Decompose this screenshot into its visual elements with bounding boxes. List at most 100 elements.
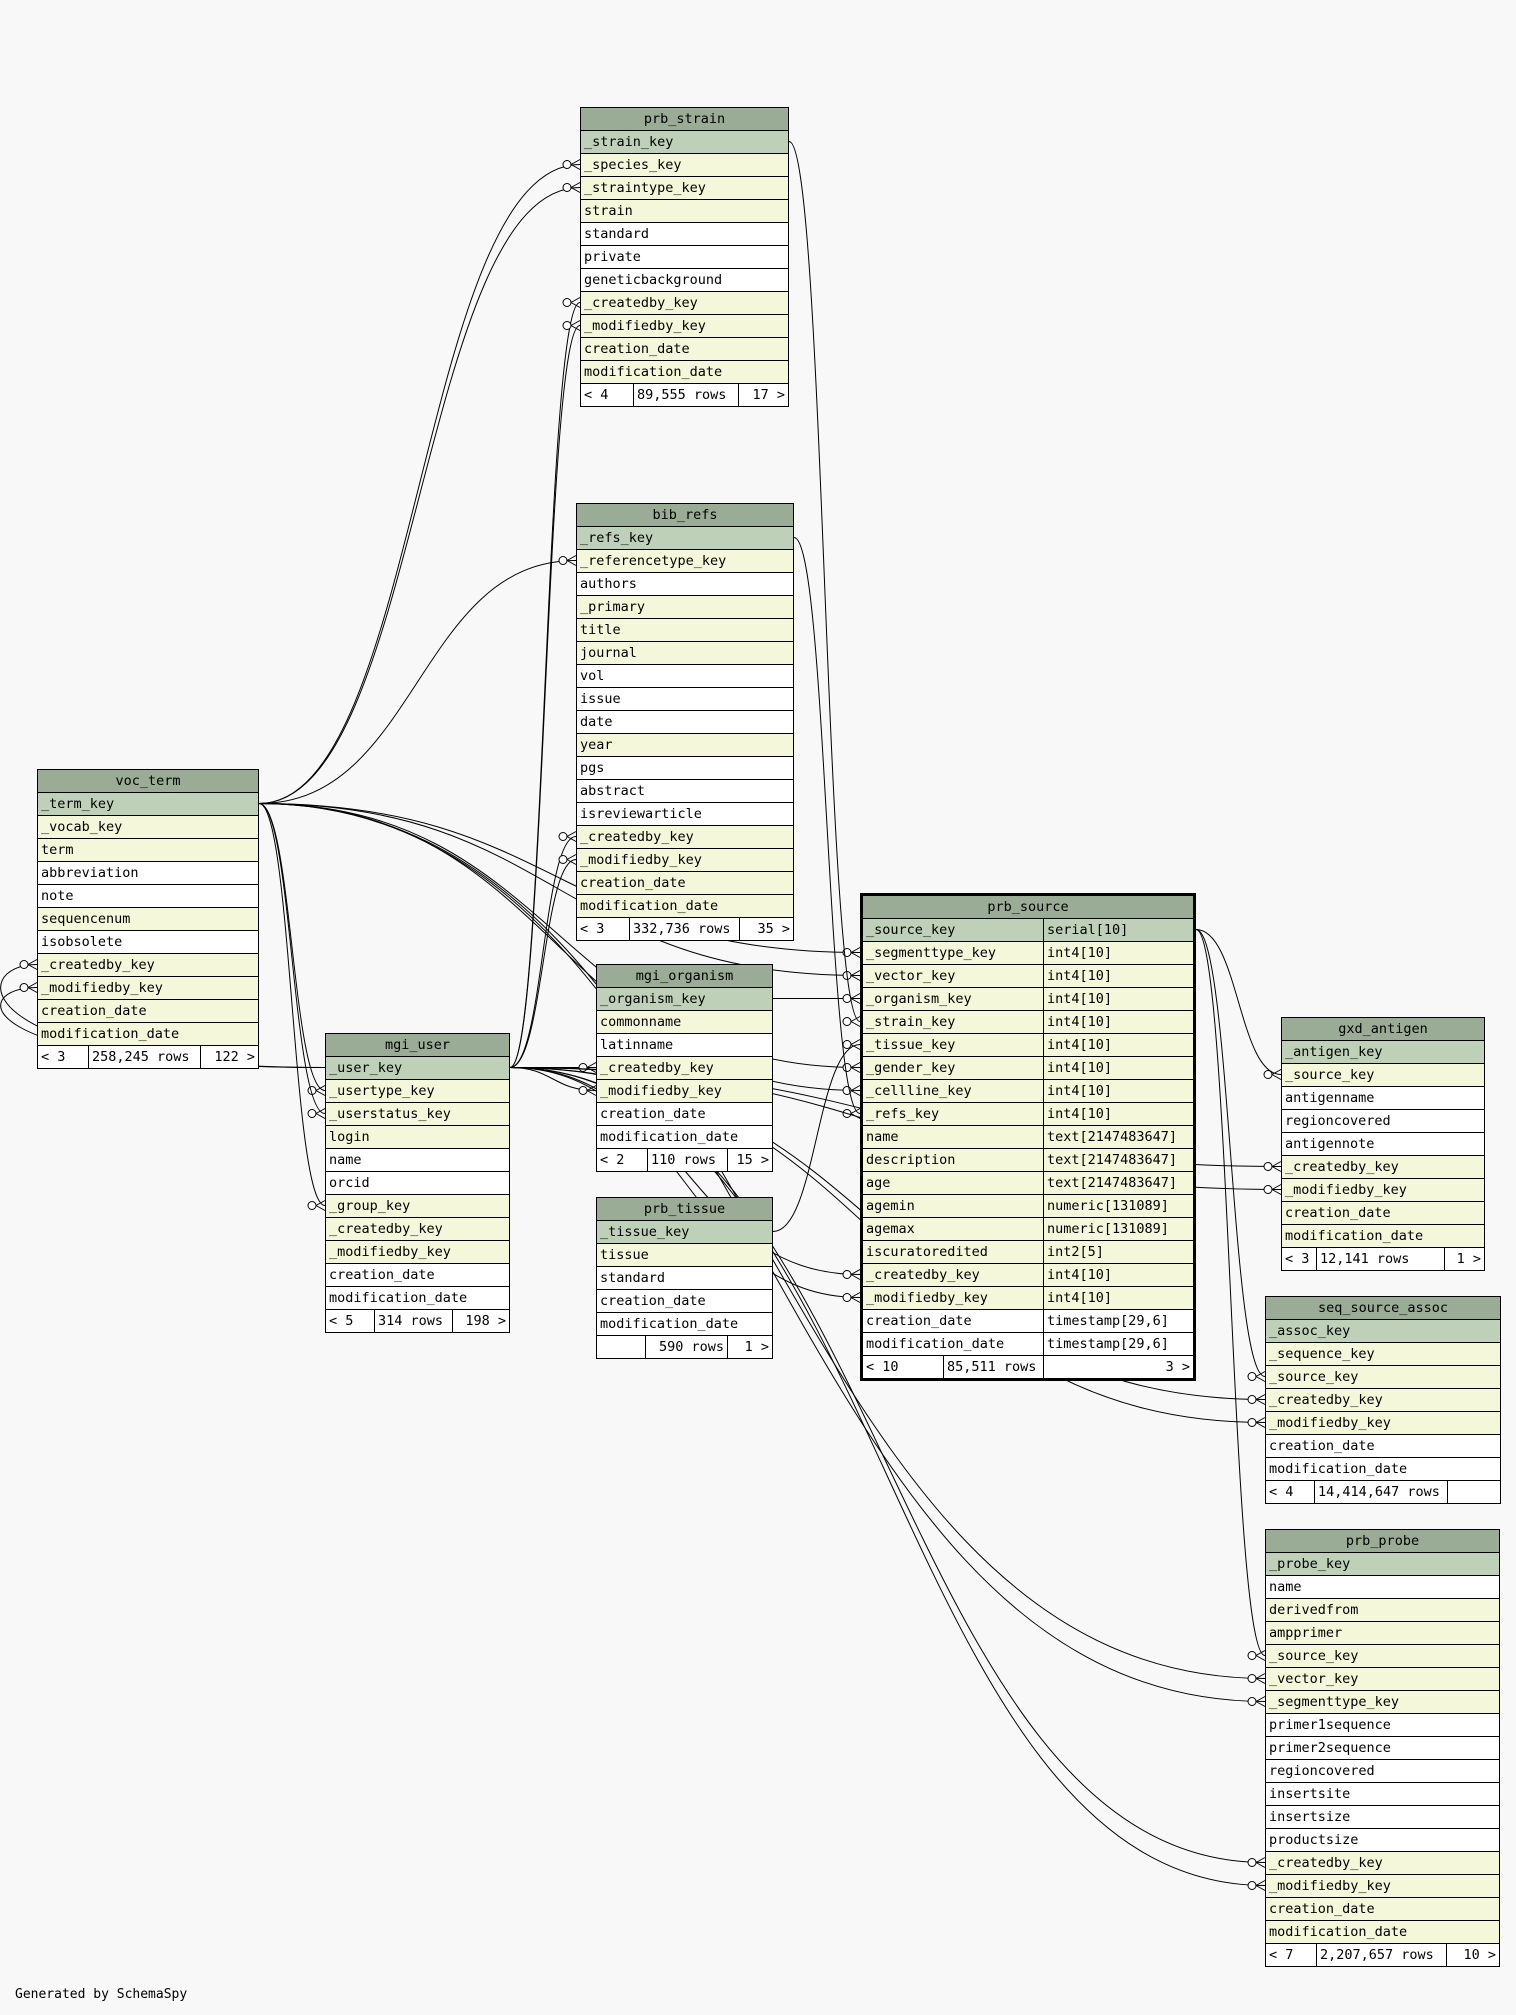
column-row[interactable]: insertsite bbox=[1266, 1783, 1499, 1806]
column-row[interactable]: issue bbox=[577, 688, 793, 711]
column-row[interactable]: authors bbox=[577, 573, 793, 596]
column-row[interactable]: _user_key bbox=[326, 1057, 509, 1080]
table-title[interactable]: gxd_antigen bbox=[1282, 1018, 1484, 1041]
column-row[interactable]: productsize bbox=[1266, 1829, 1499, 1852]
column-row[interactable]: _modifiedby_key bbox=[38, 977, 258, 1000]
footer-parent-count[interactable]: < 10 bbox=[866, 1359, 899, 1375]
column-row[interactable]: standard bbox=[581, 223, 788, 246]
column-row[interactable]: _vocab_key bbox=[38, 816, 258, 839]
column-row[interactable]: _antigen_key bbox=[1282, 1041, 1484, 1064]
column-row[interactable]: _sequence_key bbox=[1266, 1343, 1500, 1366]
table-title[interactable]: voc_term bbox=[38, 770, 258, 793]
column-row[interactable]: _modifiedby_key bbox=[1282, 1179, 1484, 1202]
footer-child-count[interactable]: 10 > bbox=[1446, 1944, 1499, 1966]
table-title[interactable]: prb_tissue bbox=[597, 1198, 772, 1221]
column-row[interactable]: primer2sequence bbox=[1266, 1737, 1499, 1760]
column-row[interactable]: name bbox=[326, 1149, 509, 1172]
footer-parent-count[interactable]: < 2 bbox=[600, 1152, 625, 1168]
column-row[interactable]: _organism_key bbox=[597, 988, 772, 1011]
column-row[interactable]: _term_key bbox=[38, 793, 258, 816]
column-row[interactable]: modification_date bbox=[577, 895, 793, 918]
column-row[interactable]: creation_date bbox=[597, 1103, 772, 1126]
column-row[interactable]: _group_key bbox=[326, 1195, 509, 1218]
column-row[interactable]: _createdby_key bbox=[577, 826, 793, 849]
column-row[interactable]: _strain_key bbox=[581, 131, 788, 154]
column-row[interactable]: abstract bbox=[577, 780, 793, 803]
column-row[interactable]: _source_key bbox=[1282, 1064, 1484, 1087]
column-row[interactable]: primer1sequence bbox=[1266, 1714, 1499, 1737]
column-row[interactable]: year bbox=[577, 734, 793, 757]
column-row[interactable]: _usertype_key bbox=[326, 1080, 509, 1103]
column-row[interactable]: creation_date bbox=[1266, 1435, 1500, 1458]
column-row[interactable]: creation_date bbox=[1266, 1898, 1499, 1921]
column-row[interactable]: pgs bbox=[577, 757, 793, 780]
column-row[interactable]: _createdby_key bbox=[1282, 1156, 1484, 1179]
column-row[interactable]: strain bbox=[581, 200, 788, 223]
footer-parent-count[interactable]: < 3 bbox=[41, 1049, 66, 1065]
table-title[interactable]: prb_probe bbox=[1266, 1530, 1499, 1553]
table-seq-source-assoc[interactable]: seq_source_assoc_assoc_key_sequence_key _… bbox=[1265, 1296, 1501, 1504]
footer-child-count[interactable]: 198 > bbox=[452, 1310, 509, 1332]
column-row[interactable]: latinname bbox=[597, 1034, 772, 1057]
column-row[interactable]: creation_date bbox=[597, 1290, 772, 1313]
column-row[interactable]: orcid bbox=[326, 1172, 509, 1195]
table-title[interactable]: bib_refs bbox=[577, 504, 793, 527]
column-row[interactable]: creation_date bbox=[38, 1000, 258, 1023]
column-row[interactable]: _refs_key bbox=[577, 527, 793, 550]
table-title[interactable]: mgi_organism bbox=[597, 965, 772, 988]
column-row[interactable]: vol bbox=[577, 665, 793, 688]
column-row[interactable]: _assoc_key bbox=[1266, 1320, 1500, 1343]
column-row[interactable]: sequencenum bbox=[38, 908, 258, 931]
footer-parent-count[interactable]: < 4 bbox=[1269, 1484, 1294, 1500]
column-row[interactable]: modification_date bbox=[38, 1023, 258, 1046]
column-row[interactable]: tissue bbox=[597, 1244, 772, 1267]
column-row[interactable]: _vector_key bbox=[1266, 1668, 1499, 1691]
column-row[interactable]: _probe_key bbox=[1266, 1553, 1499, 1576]
column-row[interactable]: login bbox=[326, 1126, 509, 1149]
column-row[interactable]: _modifiedby_key bbox=[326, 1241, 509, 1264]
column-row[interactable]: modification_date bbox=[326, 1287, 509, 1310]
column-row[interactable]: modification_date bbox=[581, 361, 788, 384]
column-row[interactable]: _createdby_key bbox=[597, 1057, 772, 1080]
column-row[interactable]: _userstatus_key bbox=[326, 1103, 509, 1126]
footer-child-count[interactable]: 3 > bbox=[1043, 1356, 1193, 1378]
column-row[interactable]: insertsize bbox=[1266, 1806, 1499, 1829]
column-row[interactable]: _primary bbox=[577, 596, 793, 619]
footer-parent-count[interactable]: < 5 bbox=[329, 1313, 354, 1329]
column-row[interactable]: geneticbackground bbox=[581, 269, 788, 292]
footer-child-count[interactable]: 1 > bbox=[1444, 1248, 1484, 1270]
column-row[interactable]: _modifiedby_key bbox=[597, 1080, 772, 1103]
column-row[interactable]: journal bbox=[577, 642, 793, 665]
column-row[interactable]: modification_date bbox=[1266, 1921, 1499, 1944]
footer-parent-count[interactable] bbox=[597, 1336, 645, 1358]
table-title[interactable]: prb_strain bbox=[581, 108, 788, 131]
footer-parent-count[interactable]: < 3 bbox=[580, 921, 605, 937]
table-mgi-user[interactable]: mgi_user_user_key_usertype_key_userstatu… bbox=[325, 1033, 510, 1333]
column-row[interactable]: antigenname bbox=[1282, 1087, 1484, 1110]
column-row[interactable]: _modifiedby_key bbox=[1266, 1875, 1499, 1898]
column-row[interactable]: name bbox=[1266, 1576, 1499, 1599]
table-title[interactable]: seq_source_assoc bbox=[1266, 1297, 1500, 1320]
column-row[interactable]: creation_date bbox=[326, 1264, 509, 1287]
footer-child-count[interactable]: 15 > bbox=[727, 1149, 772, 1171]
column-row[interactable]: _createdby_key bbox=[1266, 1389, 1500, 1412]
column-row[interactable]: _source_key bbox=[1266, 1645, 1499, 1668]
